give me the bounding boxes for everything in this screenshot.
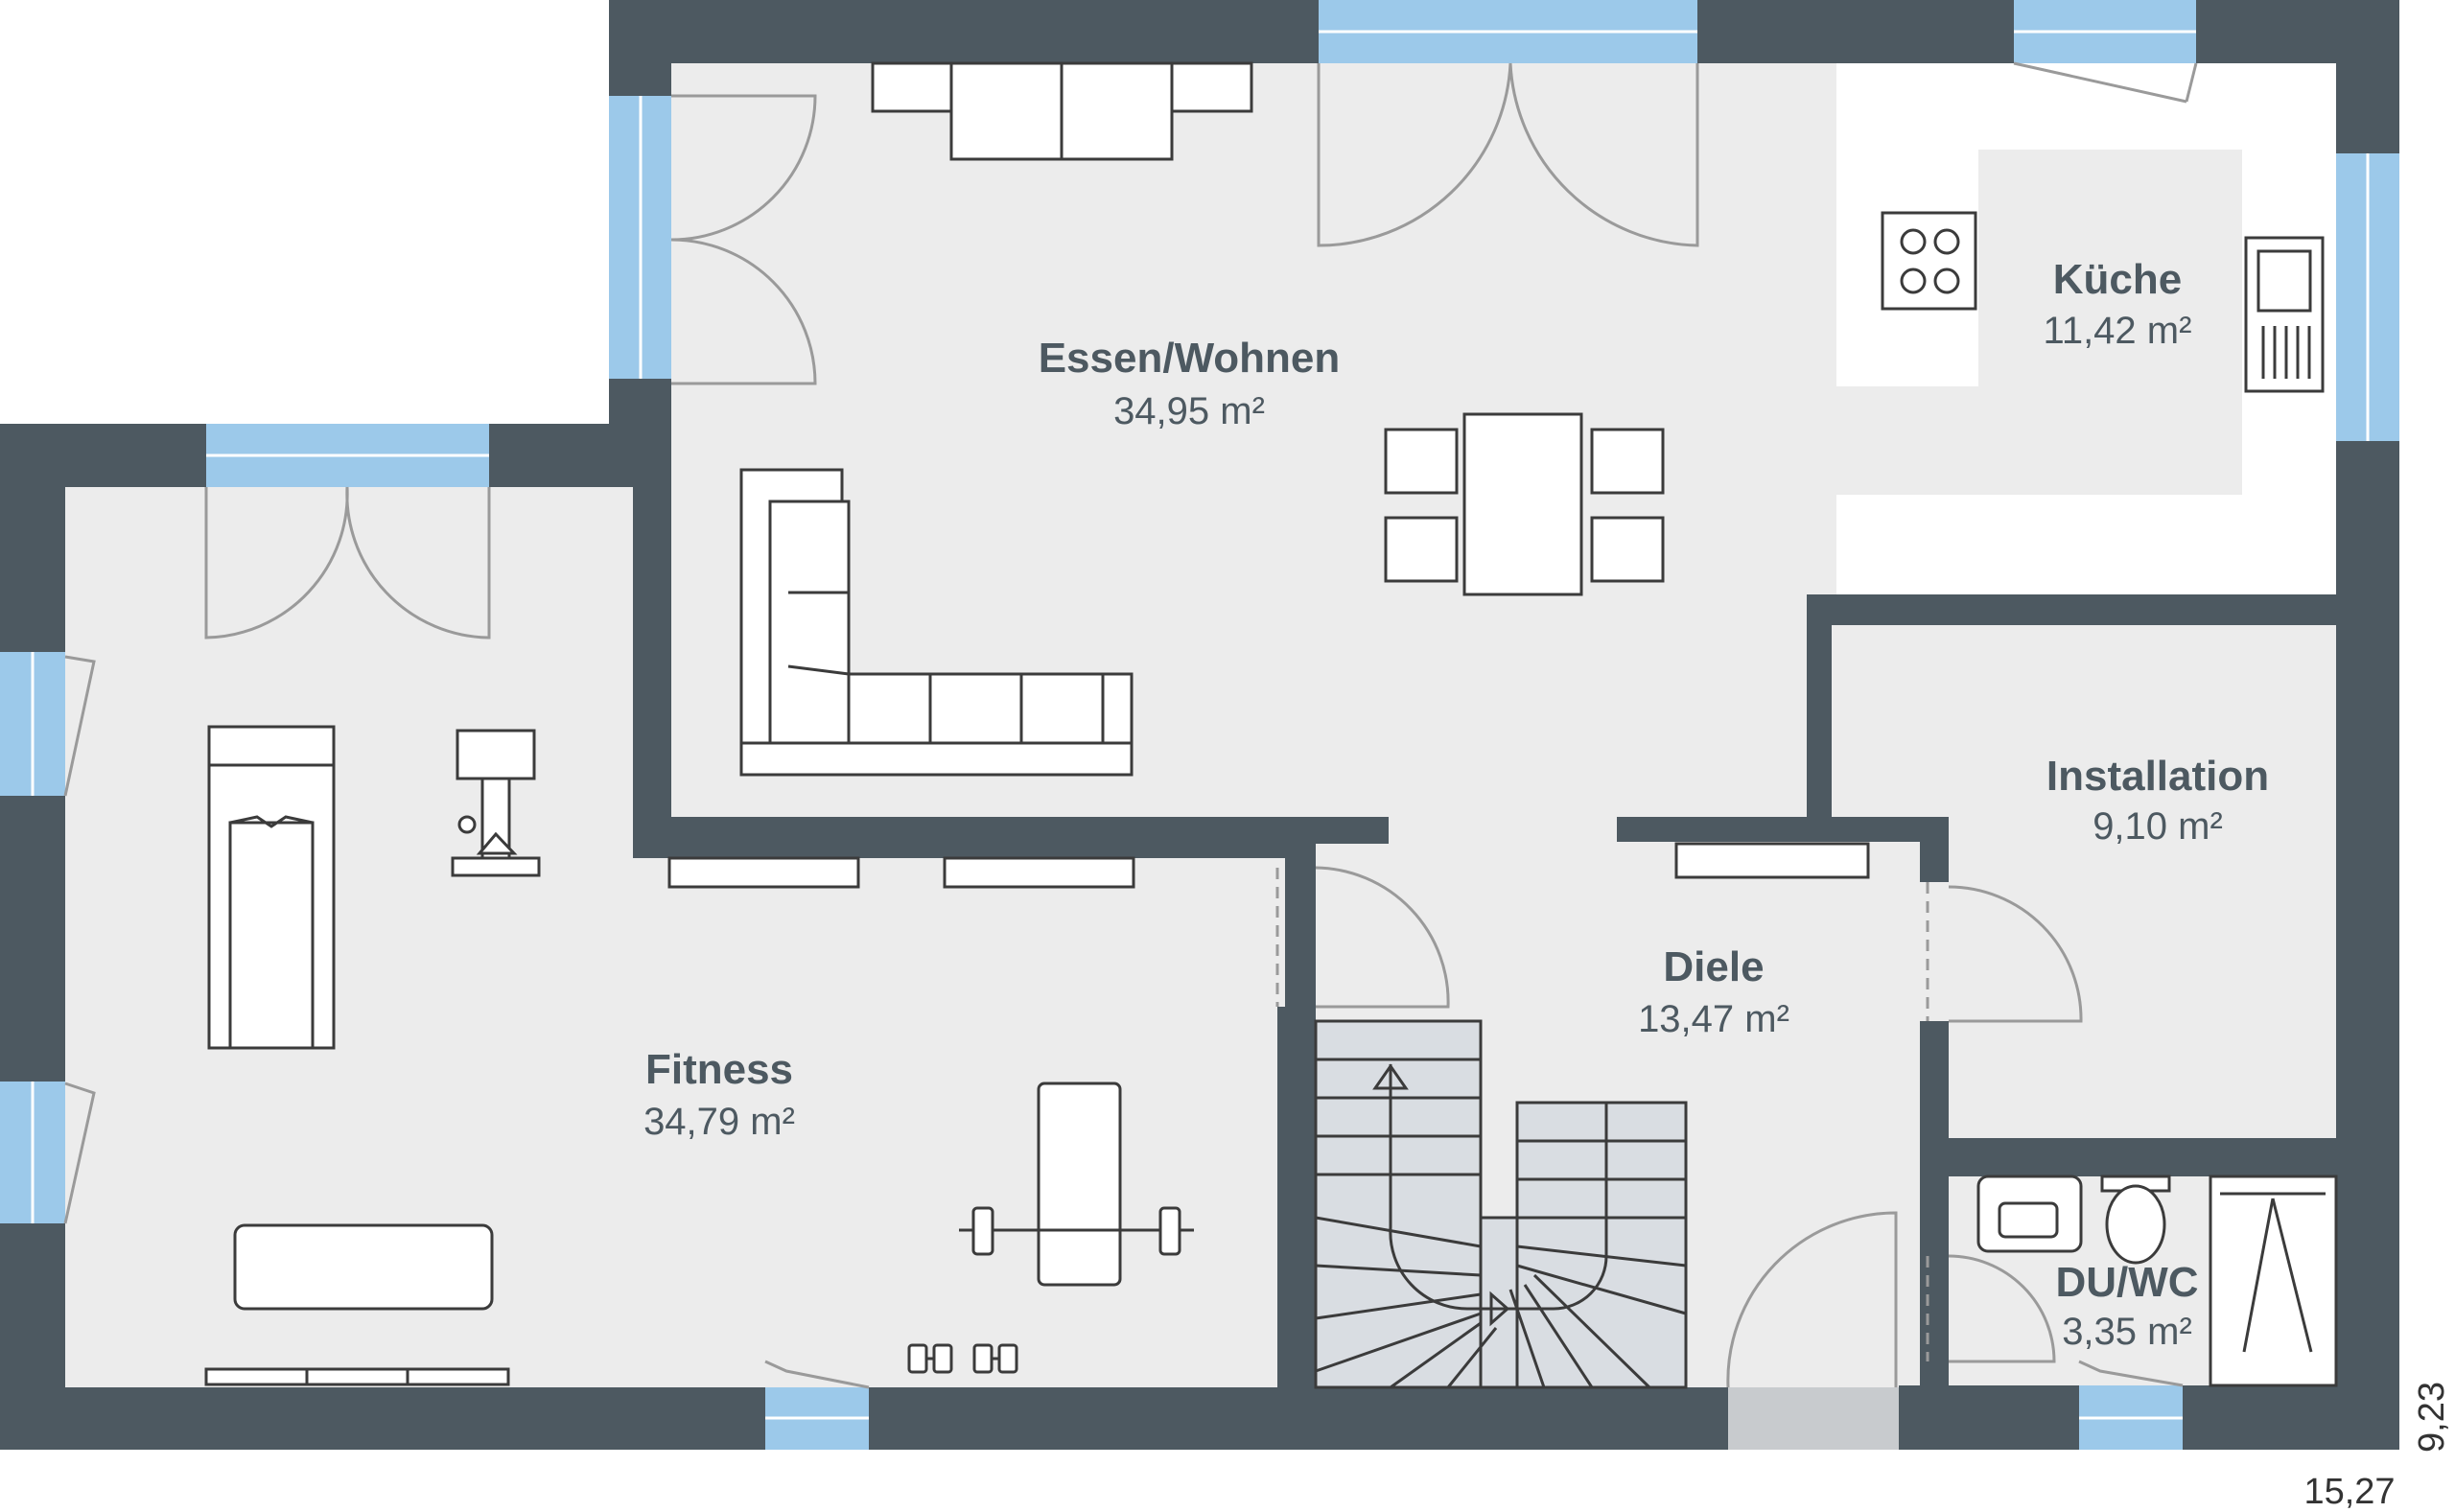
room-area-kueche: 11,42 m² [2044,310,2192,352]
room-area-installation: 9,10 m² [2093,805,2223,848]
dimension-labels: 15,27 9,23 [2303,1382,2452,1512]
room-area-du-wc: 3,35 m² [2062,1311,2192,1353]
door-swings [63,61,2198,1389]
room-name-fitness: Fitness [645,1046,793,1093]
interior-walls [633,384,2336,1390]
room-name-kueche: Küche [2053,256,2182,303]
windows [0,0,2399,1450]
room-name-essen-wohnen: Essen/Wohnen [1039,335,1341,382]
dimension-depth: 9,23 [2412,1382,2452,1453]
room-name-installation: Installation [2046,753,2269,800]
room-area-essen-wohnen: 34,95 m² [1113,390,1265,432]
room-labels: Essen/Wohnen 34,95 m² Küche 11,42 m² Ins… [643,256,2269,1353]
staircase [1314,1019,1688,1389]
living-furniture [667,61,1870,889]
dimension-width: 15,27 [2303,1472,2395,1512]
room-area-fitness: 34,79 m² [643,1101,795,1143]
bathroom-fixtures [1976,1175,2338,1387]
room-name-du-wc: DU/WC [2055,1259,2198,1306]
room-name-diele: Diele [1663,943,1764,990]
fitness-equipment [204,725,1194,1386]
floor-fitness [65,487,1285,1387]
kitchen-fixtures [1881,211,2325,393]
kitchen-counter-area [1836,63,2336,594]
room-area-diele: 13,47 m² [1638,998,1789,1040]
